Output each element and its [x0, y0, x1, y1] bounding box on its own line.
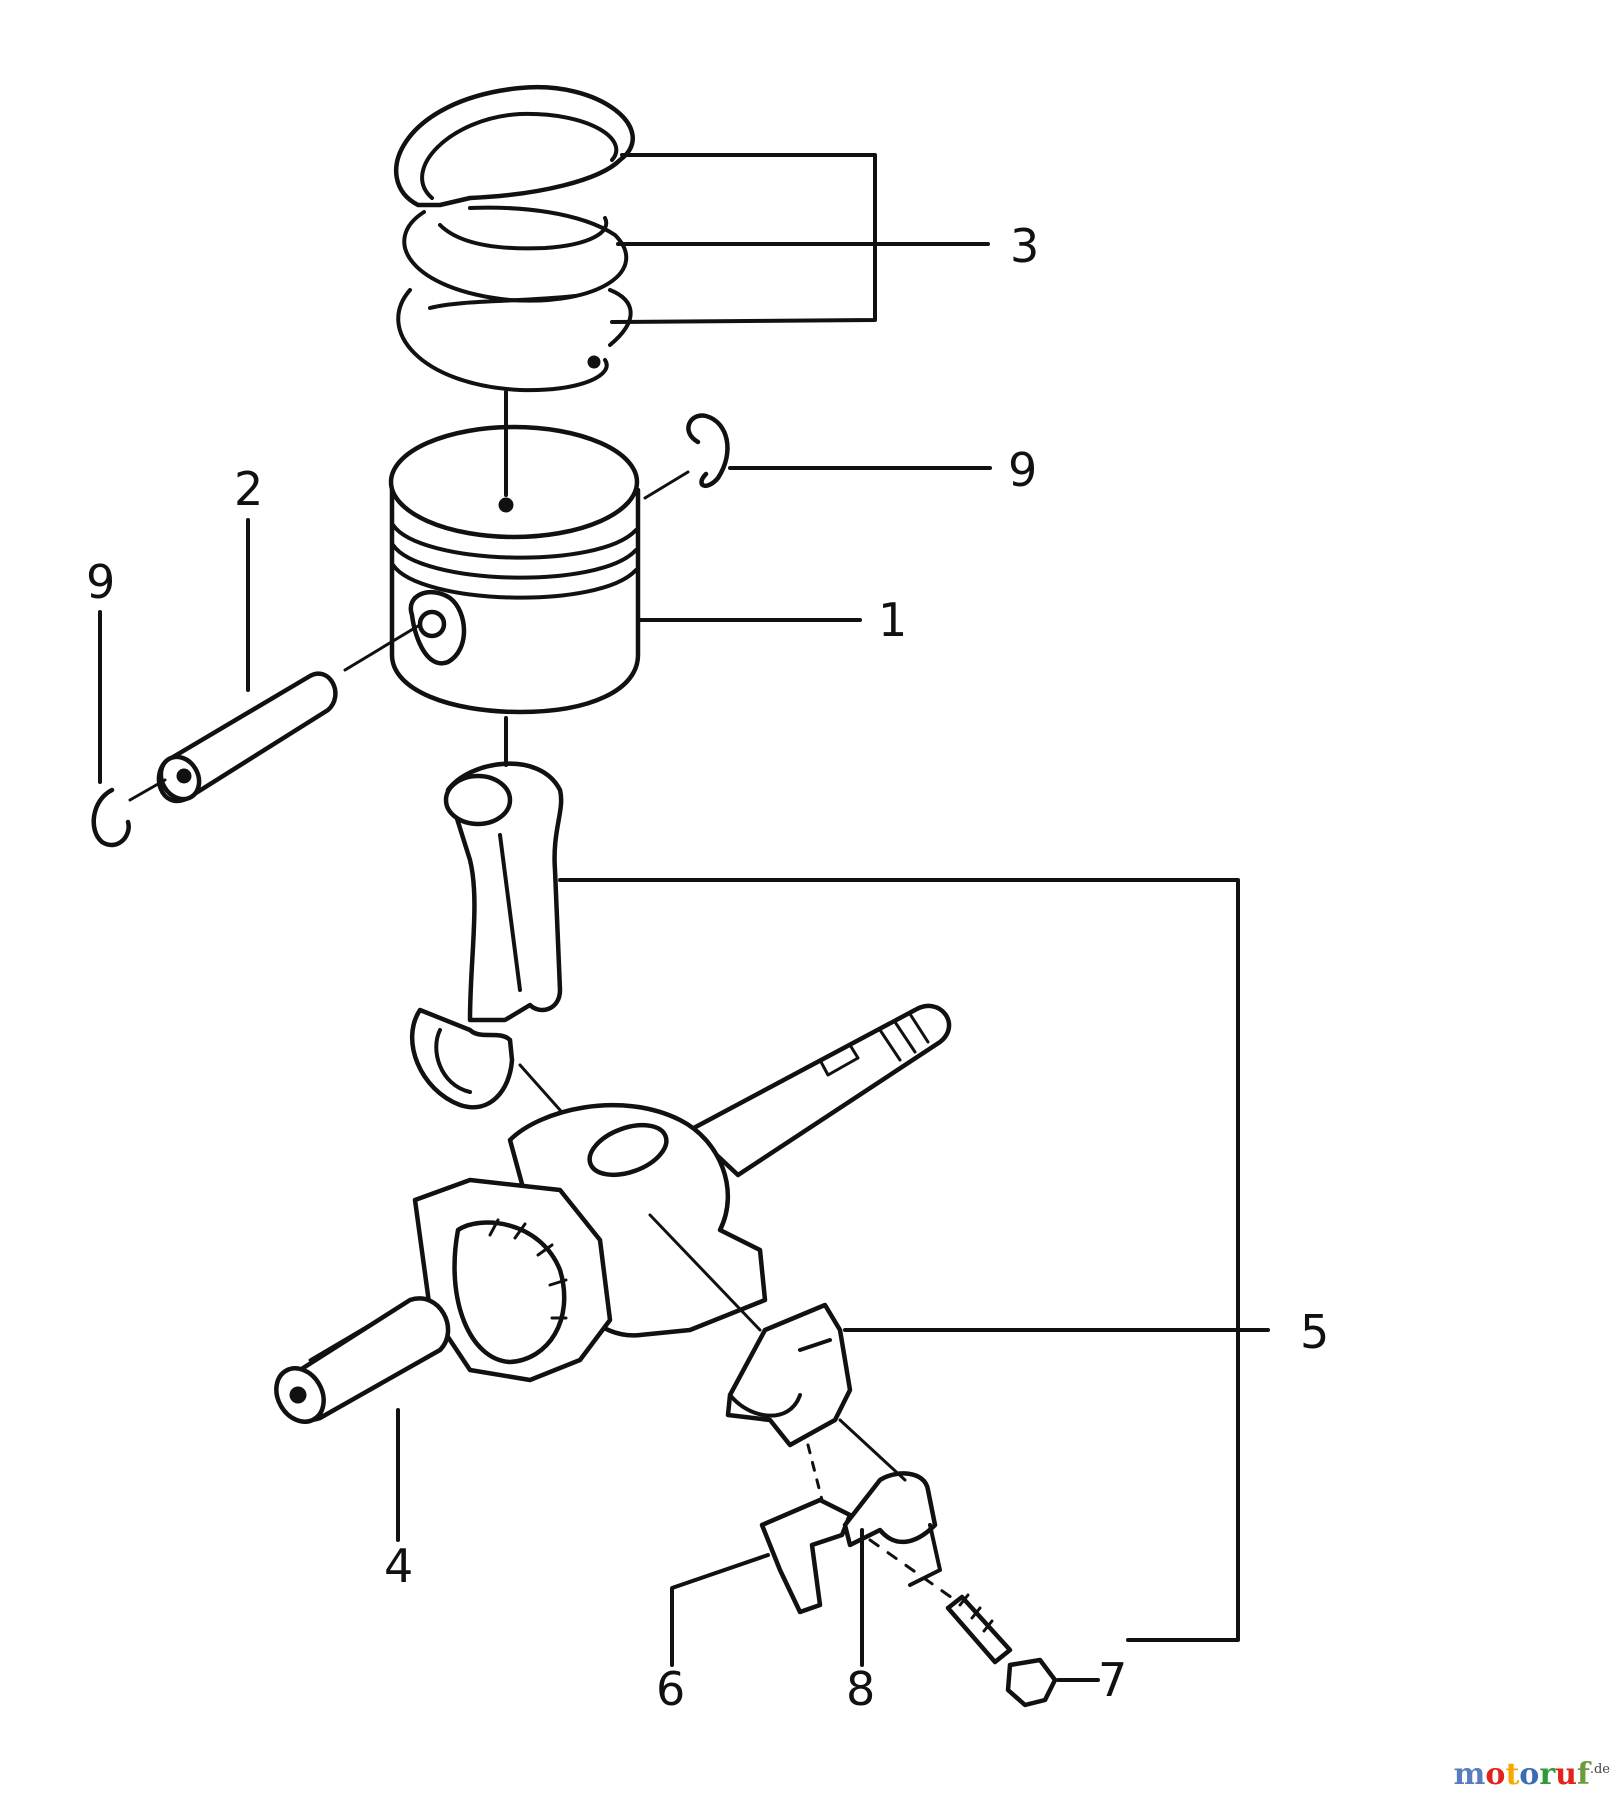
crankshaft-center-hole [289, 1386, 307, 1404]
watermark-letter: o [1519, 1757, 1540, 1792]
piston-ring-middle-inner [438, 216, 609, 251]
axis-plate-bolt [868, 1538, 957, 1602]
piston-ring-groove-1 [391, 523, 638, 560]
conrod-big-end [409, 1007, 515, 1110]
watermark-letter: m [1453, 1757, 1486, 1792]
watermark-letter: o [1485, 1757, 1506, 1792]
leader-3-bracket [610, 153, 877, 324]
crankshaft-thread-3 [908, 1012, 930, 1044]
piston-ring-top [393, 84, 635, 208]
lock-plate [842, 1471, 942, 1587]
callout-3: 3 [1010, 219, 1039, 273]
piston-center-mark [498, 497, 514, 513]
callout-9-left: 9 [86, 555, 115, 609]
leader-6 [670, 1553, 770, 1667]
piston-pin [156, 671, 338, 803]
axis-piston-clip [643, 470, 690, 500]
watermark-letter: f [1576, 1757, 1590, 1792]
crankshaft-crankpin [587, 1122, 669, 1178]
axis-cap-dipper [806, 1443, 824, 1502]
piston [388, 424, 641, 715]
conrod-shank [445, 761, 564, 1023]
crankshaft-gear [452, 1220, 567, 1365]
piston-crown [388, 424, 640, 540]
callout-8: 8 [846, 1662, 875, 1716]
piston-ring-middle [402, 205, 629, 303]
callout-7: 7 [1098, 1653, 1127, 1707]
callout-4: 4 [384, 1539, 413, 1593]
axis-crank-cap [648, 1213, 762, 1332]
axis-rod-crank [518, 1063, 562, 1112]
gear-tooth-4 [548, 1278, 568, 1287]
lock-plate-body [842, 1471, 938, 1548]
leader-lines [98, 153, 1270, 1682]
callout-5: 5 [1300, 1305, 1329, 1359]
callout-2: 2 [234, 462, 263, 516]
conrod-cap-bolt-hole [798, 1338, 832, 1352]
piston-pin-bore [176, 768, 192, 784]
piston-ring-groove-2 [391, 543, 638, 580]
crankshaft-thread-1 [878, 1028, 902, 1062]
conrod-cap-bearing [728, 1393, 802, 1418]
callouts: 3 9 1 2 9 5 4 6 8 7 [86, 219, 1329, 1716]
piston-ring-top-inner [420, 111, 619, 200]
crankshaft-left-keyway [308, 1308, 397, 1362]
callout-6: 6 [656, 1662, 685, 1716]
axis-clip-pin [128, 778, 167, 802]
piston-ring-groove-3 [391, 563, 638, 600]
watermark-letter: u [1555, 1757, 1577, 1792]
leader-5-bracket [558, 878, 1240, 1642]
conrod-cap-body [725, 1302, 853, 1448]
conrod-small-end [443, 773, 513, 827]
callout-1: 1 [878, 593, 907, 647]
assembly-lines [128, 390, 957, 1602]
dipper [759, 1497, 853, 1615]
bolt-thread [958, 1593, 994, 1633]
conrod-big-end-inner [434, 1028, 472, 1094]
crankshaft-thread-2 [893, 1020, 917, 1054]
axis-cap-plate [838, 1418, 907, 1482]
ring-gap-mark [587, 355, 601, 369]
connecting-rod [409, 761, 564, 1110]
crankshaft-right-shaft [687, 1003, 952, 1178]
watermark-letter: r [1539, 1757, 1556, 1792]
callout-9-right: 9 [1008, 443, 1037, 497]
axis-pin-piston [343, 624, 420, 672]
watermark-suffix: .de [1589, 1762, 1610, 1777]
conrod-rib [498, 833, 522, 992]
circlip-left [91, 787, 131, 848]
watermark-letter: t [1505, 1757, 1520, 1792]
piston-ring-bottom [396, 288, 609, 393]
circlip-right [686, 413, 730, 489]
gear-tooth-3 [536, 1243, 554, 1257]
bolt-shank [945, 1594, 1013, 1665]
lock-plate-tab [908, 1523, 942, 1587]
piston-ring-bottom-inner [428, 294, 577, 310]
bolt-head [1005, 1657, 1058, 1708]
crankshaft-keyway [818, 1043, 860, 1077]
piston-ring-bottom-right [608, 288, 633, 347]
gear-tooth-2 [513, 1222, 527, 1240]
crankshaft [274, 1003, 952, 1424]
bolt [945, 1593, 1058, 1708]
piston-pin-hole [417, 609, 447, 639]
piston-rings [393, 84, 635, 393]
connecting-rod-cap [725, 1302, 853, 1448]
watermark-logo: motoruf.de [1454, 1757, 1610, 1792]
dipper-body [759, 1497, 853, 1615]
gear-tooth-1 [488, 1218, 500, 1237]
